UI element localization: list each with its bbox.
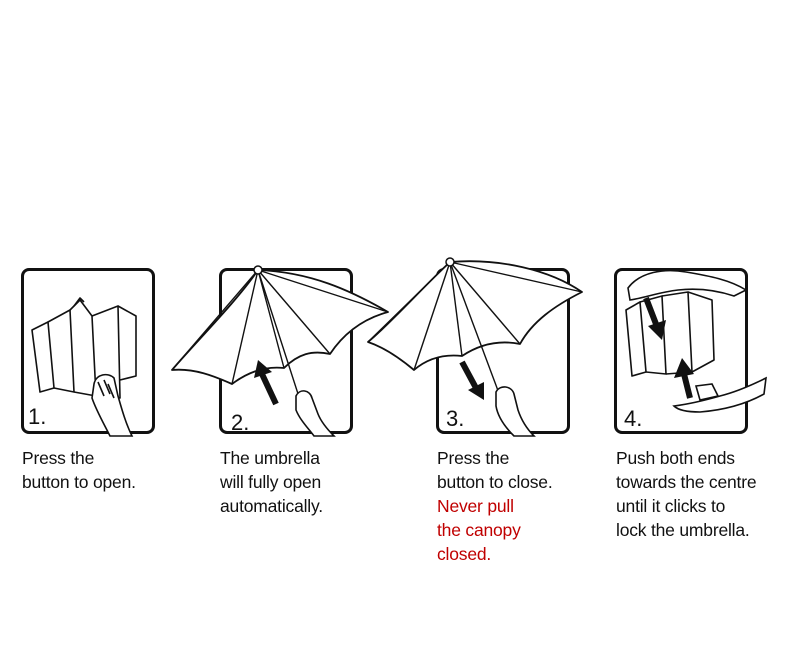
step-3-warning-line: the canopy (437, 520, 521, 540)
step-4-number: 4. (624, 406, 643, 431)
step-2: 2. The umbrella will fully open automati… (171, 0, 400, 650)
top-hand-icon (627, 269, 748, 301)
up-arrow-icon (674, 358, 694, 399)
down-arrow-icon (459, 360, 484, 400)
step-4-caption-line: lock the umbrella. (616, 520, 750, 540)
step-2-caption-line: The umbrella (220, 448, 320, 468)
folded-umbrella-illustration (31, 297, 137, 437)
locking-umbrella-illustration (625, 269, 767, 413)
step-1: 1. Press the button to open. (0, 0, 200, 650)
step-4-panel (614, 268, 748, 434)
closing-umbrella-illustration (367, 257, 583, 437)
step-3-caption: Press the button to close. Never pull th… (437, 446, 553, 566)
step-2-caption: The umbrella will fully open automatical… (220, 446, 323, 518)
hand-icon (91, 373, 134, 437)
open-umbrella-illustration (171, 265, 389, 437)
step-1-number: 1. (28, 404, 47, 429)
step-3-warning-line: closed. (437, 544, 492, 564)
step-3-number: 3. (446, 406, 465, 431)
up-arrow-icon (254, 360, 279, 406)
step-3: 3. Press the button to close. Never pull… (367, 0, 600, 650)
down-arrow-icon (643, 296, 666, 340)
step-4: 4. Push both ends towards the centre unt… (600, 0, 800, 650)
step-2-number: 2. (231, 410, 250, 435)
step-4-caption-line: until it clicks to (616, 496, 726, 516)
step-3-caption-line: Press the (437, 448, 510, 468)
step-1-caption: Press the button to open. (22, 446, 136, 494)
step-1-caption-line: Press the (22, 448, 95, 468)
step-3-caption-line: button to close. (437, 472, 553, 492)
step-1-panel (21, 268, 155, 434)
step-4-caption-line: Push both ends (616, 448, 735, 468)
step-4-caption-line: towards the centre (616, 472, 757, 492)
step-2-caption-line: automatically. (220, 496, 323, 516)
step-4-caption: Push both ends towards the centre until … (616, 446, 757, 542)
hand-icon (295, 390, 336, 437)
step-2-caption-line: will fully open (220, 472, 322, 492)
bottom-hand-icon (672, 376, 767, 413)
step-1-caption-line: button to open. (22, 472, 136, 492)
hand-icon (495, 386, 536, 437)
step-3-warning-line: Never pull (437, 496, 514, 516)
